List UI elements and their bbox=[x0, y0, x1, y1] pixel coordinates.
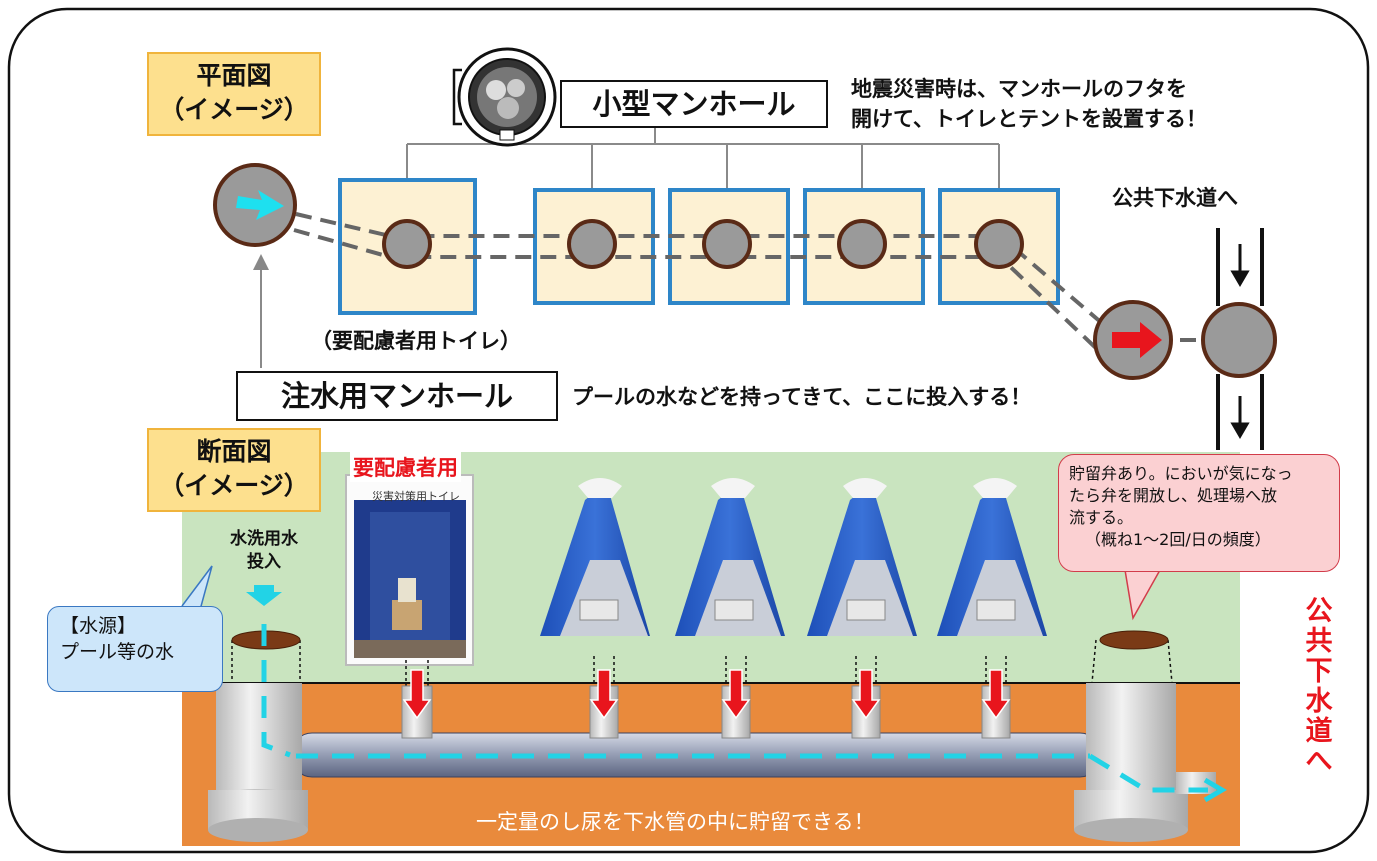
flush-water-label: 水洗用水 投入 bbox=[214, 528, 314, 574]
section-view-tag: 断面図 （イメージ） bbox=[147, 428, 321, 512]
storage-caption: 一定量のし尿を下水管の中に貯留できる！ bbox=[476, 810, 875, 834]
water-flow-line bbox=[261, 624, 1208, 793]
water-source-line2: プール等の水 bbox=[60, 641, 175, 663]
tent-icon bbox=[540, 478, 650, 636]
tent-icon bbox=[807, 478, 917, 636]
earthquake-note-line1: 地震災害時は、マンホールのフタを bbox=[851, 77, 1187, 101]
valve-note-line3: 流する。 bbox=[1069, 508, 1134, 527]
plan-tag-line1: 平面図 bbox=[196, 61, 272, 90]
injection-note: プールの水などを持ってきて、ここに投入する！ bbox=[572, 385, 1032, 409]
plan-toilet-squares bbox=[338, 178, 1060, 315]
water-source-bubble: 【水源】 プール等の水 bbox=[47, 606, 223, 692]
public-sewer-vertical: 公共下水道へ bbox=[1305, 596, 1333, 777]
earthquake-note: 地震災害時は、マンホールのフタを 開けて、トイレとテントを設置する！ bbox=[851, 74, 1207, 134]
tent-icon bbox=[937, 478, 1047, 636]
section-tag-line2: （イメージ） bbox=[159, 471, 309, 500]
booth-sign: 災害対策用トイレ bbox=[372, 490, 460, 503]
flush-water-line2: 投入 bbox=[247, 552, 281, 572]
drop-guides bbox=[405, 656, 1007, 690]
valve-note-line2: たら弁を開放し、処理場へ放 bbox=[1069, 486, 1278, 505]
valve-note-line4: （概ね1～2回/日の頻度） bbox=[1085, 530, 1271, 549]
plan-view-tag: 平面図 （イメージ） bbox=[147, 52, 321, 136]
section-tag-line1: 断面図 bbox=[196, 437, 272, 466]
flow-arrow-icon bbox=[1112, 322, 1162, 358]
bracket-left bbox=[452, 68, 462, 126]
injection-manhole-text: 注水用マンホール bbox=[280, 379, 513, 413]
toilet-booth-icon bbox=[345, 474, 474, 666]
earthquake-note-line2: 開けて、トイレとテントを設置する！ bbox=[851, 107, 1207, 131]
public-sewer-label: 公共下水道へ bbox=[1112, 186, 1238, 210]
source-bubble-pointer bbox=[181, 565, 213, 611]
tent-icon bbox=[675, 478, 785, 636]
valve-note-line1: 貯留弁あり。においが気になっ bbox=[1069, 464, 1293, 483]
plan-manholes bbox=[213, 163, 1277, 380]
injection-manhole-label: 注水用マンホール bbox=[236, 371, 558, 421]
plan-tag-line2: （イメージ） bbox=[159, 95, 309, 124]
flow-arrow-icon bbox=[1203, 777, 1227, 803]
accessible-booth-label: 要配慮者用 bbox=[350, 452, 461, 482]
water-source-line1: 【水源】 bbox=[60, 615, 137, 637]
small-manhole-text: 小型マンホール bbox=[592, 87, 796, 121]
accessible-toilet-label: （要配慮者用トイレ） bbox=[311, 329, 521, 353]
flow-arrow-icon bbox=[236, 190, 284, 220]
public-sewer-lines bbox=[1216, 228, 1264, 450]
small-manhole-label: 小型マンホール bbox=[560, 80, 828, 128]
waste-flow-arrows bbox=[402, 669, 1011, 720]
flush-water-line1: 水洗用水 bbox=[230, 529, 298, 549]
sewer-down-arrows bbox=[1230, 244, 1250, 439]
outlet-shaft bbox=[1074, 630, 1216, 842]
valve-note-bubble: 貯留弁あり。においが気になっ たら弁を開放し、処理場へ放 流する。 （概ね1～2… bbox=[1058, 454, 1340, 572]
injection-shaft bbox=[208, 630, 308, 842]
flow-arrow-icon bbox=[246, 585, 282, 606]
manhole-cover-icon bbox=[457, 47, 557, 147]
valve-bubble-pointer bbox=[1124, 569, 1161, 621]
